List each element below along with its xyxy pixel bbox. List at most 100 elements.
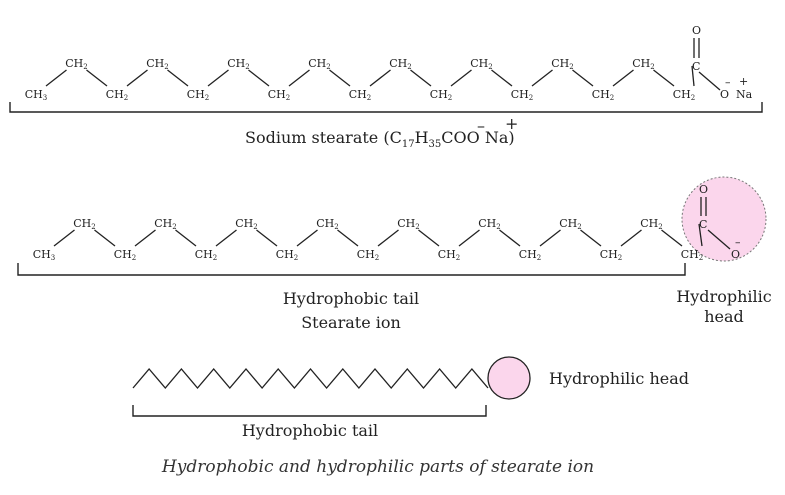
sodium-stearate-label: Sodium stearate (C17H35COO Na) <box>245 128 515 150</box>
methylene-group: CH2 <box>519 248 541 262</box>
carboxylate-oxygen: O <box>720 88 729 101</box>
methylene-group: CH2 <box>187 88 209 102</box>
stearate-schematic: Hydrophilic head Hydrophobic tail <box>132 356 689 440</box>
chain-bond <box>175 229 197 247</box>
chain-bond <box>653 69 675 87</box>
sodium-stearate-bracket <box>9 102 763 113</box>
methylene-group: CH2 <box>592 88 614 102</box>
stearate-ion-chain-bonds <box>53 223 703 247</box>
carbonyl-oxygen: O <box>692 24 701 37</box>
chain-bond <box>580 229 602 247</box>
methylene-group: CH2 <box>349 88 371 102</box>
chain-to-carboxyl-bond <box>691 65 695 87</box>
hydrophilic-label-line1: Hydrophilic <box>676 287 771 306</box>
methylene-group: CH2 <box>511 88 533 102</box>
schematic-tail-label: Hydrophobic tail <box>242 421 378 440</box>
carboxylate-minus: – <box>725 76 731 89</box>
methylene-group: CH2 <box>357 248 379 262</box>
hydrophilic-head-circle <box>681 176 767 262</box>
sodium-stearate-chain-bonds <box>45 65 695 87</box>
chain-bond <box>248 69 270 87</box>
methylene-group: CH2 <box>470 57 492 71</box>
sodium-plus: + <box>739 75 748 88</box>
chain-bond <box>126 69 148 87</box>
stearate-ion-chain-groups: CH3CH2CH2CH2CH2CH2CH2CH2CH2CH2CH2CH2CH2C… <box>33 217 703 262</box>
chain-bond <box>45 69 67 87</box>
methylene-group: CH2 <box>316 217 338 231</box>
methylene-group: CH2 <box>146 57 168 71</box>
methylene-group: CH2 <box>227 57 249 71</box>
chain-bond <box>620 229 642 247</box>
methylene-group: CH2 <box>106 88 128 102</box>
ion-carboxylate-minus: – <box>735 236 741 249</box>
chain-bond <box>134 229 156 247</box>
chain-bond <box>661 229 683 247</box>
chain-bond <box>377 229 399 247</box>
methyl-group: CH3 <box>33 248 55 262</box>
chain-bond <box>572 69 594 87</box>
methylene-group: CH2 <box>438 248 460 262</box>
chain-bond <box>410 69 432 87</box>
chain-bond <box>256 229 278 247</box>
methylene-group: CH2 <box>681 248 703 262</box>
sodium: Na <box>736 88 753 101</box>
methylene-group: CH2 <box>195 248 217 262</box>
chain-bond <box>539 229 561 247</box>
formula-minus: – <box>477 116 485 135</box>
chain-bond <box>418 229 440 247</box>
methylene-group: CH2 <box>600 248 622 262</box>
stearate-ion-structure: CH3CH2CH2CH2CH2CH2CH2CH2CH2CH2CH2CH2CH2C… <box>17 176 772 332</box>
methyl-group: CH3 <box>25 88 47 102</box>
schematic-head-circle <box>487 356 531 400</box>
chain-bond <box>296 229 318 247</box>
methylene-group: CH2 <box>632 57 654 71</box>
schematic-head-label: Hydrophilic head <box>549 369 689 388</box>
ion-carboxyl-carbon: C <box>699 218 707 231</box>
methylene-group: CH2 <box>154 217 176 231</box>
methylene-group: CH2 <box>673 88 695 102</box>
methylene-group: CH2 <box>559 217 581 231</box>
chain-bond <box>337 229 359 247</box>
chain-bond <box>491 69 513 87</box>
chain-bond <box>86 69 108 87</box>
methylene-group: CH2 <box>308 57 330 71</box>
chain-bond <box>207 69 229 87</box>
chain-bond <box>369 69 391 87</box>
ion-carboxylate-oxygen: O <box>731 248 740 261</box>
methylene-group: CH2 <box>551 57 573 71</box>
methylene-group: CH2 <box>114 248 136 262</box>
hydrophobic-tail-bracket <box>17 263 686 276</box>
methylene-group: CH2 <box>73 217 95 231</box>
chain-bond <box>288 69 310 87</box>
schematic-tail-bracket <box>132 405 487 417</box>
chain-to-carboxyl-bond <box>698 223 703 247</box>
methylene-group: CH2 <box>65 57 87 71</box>
ion-carboxylate-bond <box>707 229 731 250</box>
methylene-group: CH2 <box>640 217 662 231</box>
methylene-group: CH2 <box>397 217 419 231</box>
chain-bond <box>458 229 480 247</box>
chain-bond <box>329 69 351 87</box>
methylene-group: CH2 <box>268 88 290 102</box>
methylene-group: CH2 <box>276 248 298 262</box>
ion-carbonyl-oxygen: O <box>699 183 708 196</box>
chain-bond <box>53 229 75 247</box>
chain-bond <box>612 69 634 87</box>
chain-bond <box>94 229 116 247</box>
chain-bond <box>499 229 521 247</box>
sodium-stearate-structure: CH3CH2CH2CH2CH2CH2CH2CH2CH2CH2CH2CH2CH2C… <box>9 24 763 150</box>
methylene-group: CH2 <box>389 57 411 71</box>
methylene-group: CH2 <box>430 88 452 102</box>
carboxyl-carbon: C <box>692 60 700 73</box>
chain-bond <box>531 69 553 87</box>
hydrophobic-tail-label: Hydrophobic tail <box>283 289 419 308</box>
formula-plus: + <box>505 114 518 133</box>
carboxylate-bond <box>698 71 721 91</box>
figure-caption: Hydrophobic and hydrophilic parts of ste… <box>161 457 594 477</box>
stearate-ion-label: Stearate ion <box>301 313 401 332</box>
schematic-zigzag-tail <box>132 367 489 390</box>
hydrophilic-label-line2: head <box>704 307 744 326</box>
chain-bond <box>167 69 189 87</box>
chain-bond <box>450 69 472 87</box>
